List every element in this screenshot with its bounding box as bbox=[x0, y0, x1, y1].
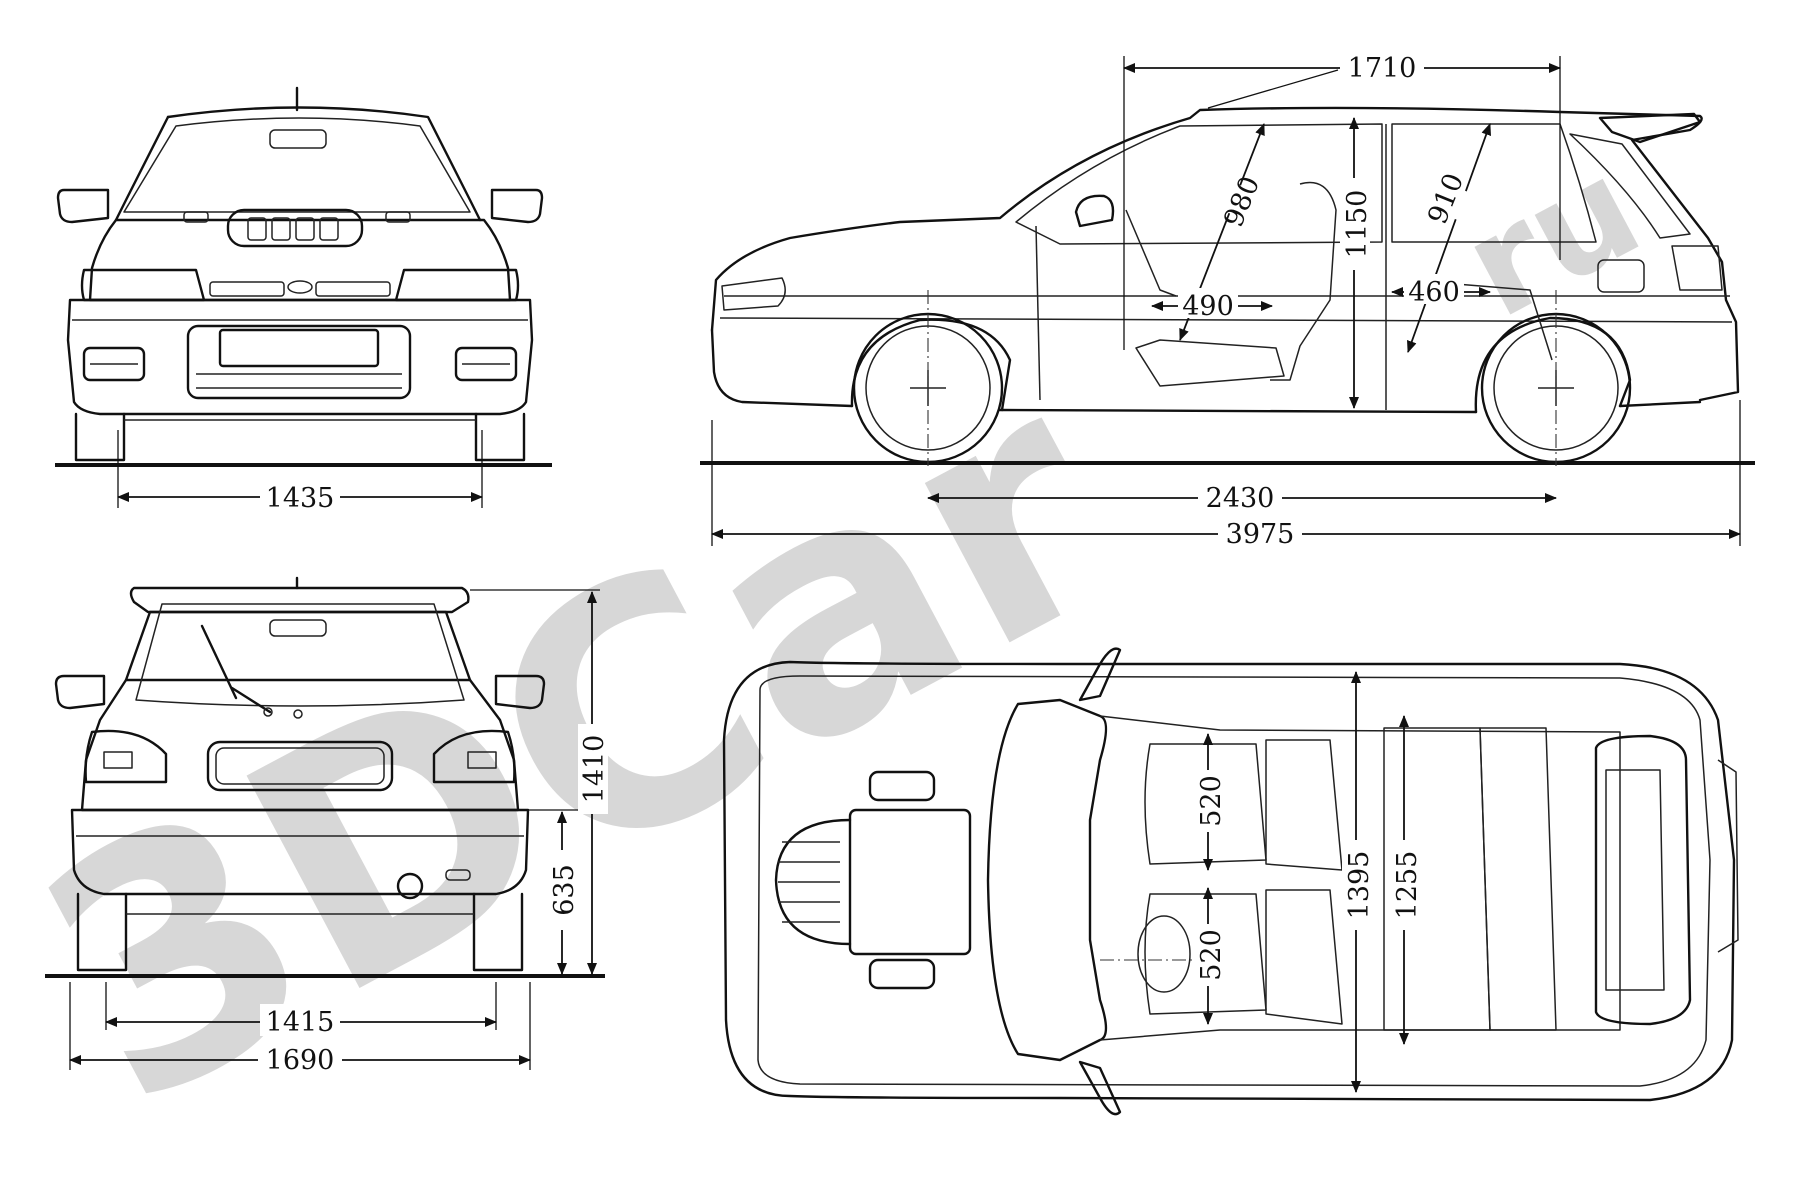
rear-sill-height-label: 635 bbox=[549, 864, 580, 916]
rear-height-dimensions: 1410 635 bbox=[470, 589, 610, 975]
rear-height-label: 1410 bbox=[579, 735, 610, 804]
front-seat-width-right-label: 520 bbox=[1196, 929, 1227, 981]
front-seat-width-left-label: 520 bbox=[1196, 775, 1227, 827]
rear-width-label: 1690 bbox=[266, 1045, 335, 1076]
cabin-width-label: 1395 bbox=[1344, 851, 1375, 920]
front-legroom-label: 490 bbox=[1182, 291, 1234, 322]
front-track-dimension: 1435 bbox=[117, 430, 483, 514]
rear-view bbox=[45, 576, 605, 978]
front-view bbox=[55, 86, 552, 467]
rear-legroom-label: 460 bbox=[1408, 277, 1460, 308]
rear-width-dimensions: 1415 1690 bbox=[69, 982, 531, 1076]
top-view bbox=[722, 647, 1739, 1116]
front-track-label: 1435 bbox=[266, 483, 335, 514]
top-cabin-width-dimensions: 1395 1255 bbox=[1342, 671, 1423, 1093]
interior-height-label: 1150 bbox=[1342, 190, 1373, 259]
side-length-dimensions: 2430 3975 bbox=[711, 400, 1741, 550]
side-roof-dimension: 1710 bbox=[1123, 50, 1561, 350]
side-view bbox=[700, 106, 1755, 466]
watermark-tld: ru bbox=[1439, 127, 1664, 350]
roof-length-label: 1710 bbox=[1348, 53, 1417, 84]
top-seat-width-dimensions: 520 520 bbox=[1194, 733, 1227, 1025]
rear-cabin-width-label: 1255 bbox=[1392, 851, 1423, 920]
side-headroom-dimensions: 980 1150 910 bbox=[1179, 117, 1491, 409]
side-legroom-dimensions: 490 460 bbox=[1151, 274, 1491, 322]
length-label: 3975 bbox=[1226, 519, 1295, 550]
wheelbase-label: 2430 bbox=[1206, 483, 1275, 514]
rear-track-label: 1415 bbox=[266, 1007, 335, 1038]
